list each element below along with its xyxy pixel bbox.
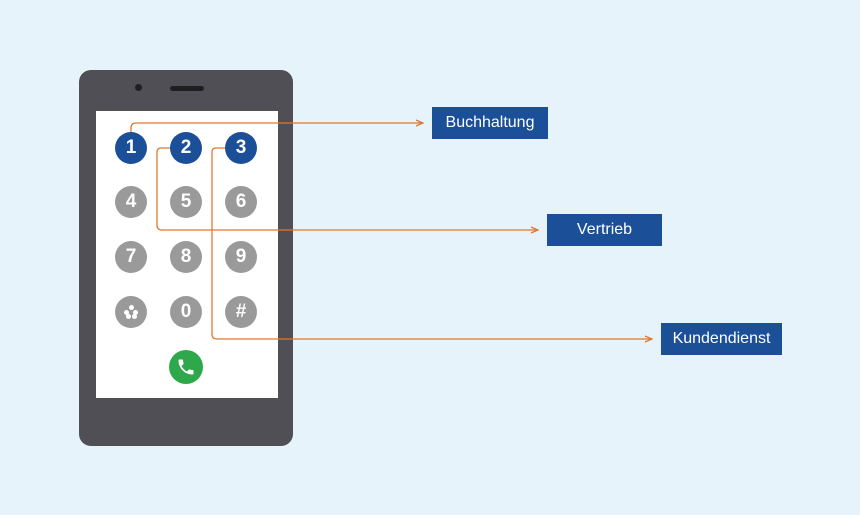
key-6[interactable]: 6 — [225, 186, 257, 218]
phone-handset-icon — [178, 359, 194, 375]
key-9[interactable]: 9 — [225, 241, 257, 273]
key-2[interactable]: 2 — [170, 132, 202, 164]
key-7[interactable]: 7 — [115, 241, 147, 273]
key-4[interactable]: 4 — [115, 186, 147, 218]
key-1[interactable]: 1 — [115, 132, 147, 164]
label-vertrieb: Vertrieb — [547, 214, 662, 246]
connector-key2-vertrieb — [156, 147, 538, 230]
key-3[interactable]: 3 — [225, 132, 257, 164]
speaker-grille — [170, 86, 204, 91]
key-5[interactable]: 5 — [170, 186, 202, 218]
connector-key1-buchhaltung — [130, 123, 423, 132]
asterisk-flower-icon — [124, 305, 138, 319]
call-button[interactable] — [169, 350, 203, 384]
camera-icon — [135, 84, 142, 91]
connector-key3-kundendienst — [211, 147, 652, 339]
key-hash[interactable]: # — [225, 296, 257, 328]
label-kundendienst: Kundendienst — [661, 323, 782, 355]
key-8[interactable]: 8 — [170, 241, 202, 273]
key-0[interactable]: 0 — [170, 296, 202, 328]
key-star[interactable] — [115, 296, 147, 328]
label-buchhaltung: Buchhaltung — [432, 107, 548, 139]
